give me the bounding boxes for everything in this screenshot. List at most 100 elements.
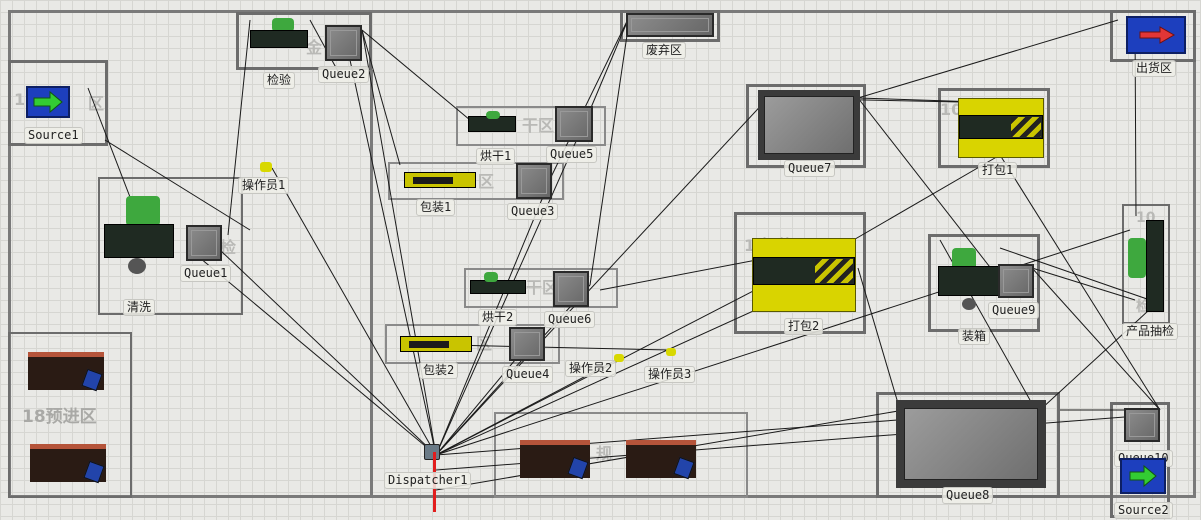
- dry1-label: 烘干1: [476, 148, 516, 165]
- bottom-desk-2[interactable]: [626, 440, 696, 480]
- right-arrow-icon: [1139, 26, 1176, 44]
- queue4-label: Queue4: [502, 366, 554, 383]
- ship-label: 出货区: [1132, 60, 1177, 77]
- connection-line: [271, 167, 437, 456]
- floor-num-10: 10: [940, 100, 963, 119]
- queue8-label: Queue8: [942, 487, 994, 504]
- wrap2-stripes: [815, 259, 853, 283]
- queue2-label: Queue2: [318, 66, 370, 83]
- connection-line: [199, 257, 437, 456]
- ship-block[interactable]: [1126, 16, 1186, 54]
- right-arrow-icon: [1129, 464, 1157, 488]
- queue9-block[interactable]: [998, 264, 1034, 298]
- operator3-figure[interactable]: [666, 348, 676, 356]
- queue1-label: Queue1: [180, 265, 232, 282]
- pre-zone-text: 18预进区: [22, 407, 97, 427]
- connection-line: [999, 247, 1151, 301]
- product-check-label: 产品抽检: [1122, 323, 1179, 340]
- connection-line: [1031, 267, 1161, 411]
- dry2-conveyor[interactable]: [470, 280, 526, 294]
- connection-line: [857, 97, 1001, 281]
- pre-desk-2[interactable]: [30, 444, 106, 484]
- source1-block[interactable]: [26, 86, 70, 118]
- bottom-desk-1[interactable]: [520, 440, 590, 480]
- queue7-block[interactable]: [758, 90, 860, 160]
- zone-pre: [8, 332, 132, 498]
- floor-mark-g: 规: [596, 444, 613, 463]
- inspect-machine-body[interactable]: [272, 18, 294, 32]
- queue7-tray: [764, 96, 854, 154]
- operator2-figure[interactable]: [614, 354, 624, 362]
- connection-line: [589, 14, 631, 111]
- wash-machine-body[interactable]: [126, 196, 160, 226]
- floor-mark-c: 干区: [522, 116, 555, 135]
- wrap1-machine[interactable]: [958, 98, 1044, 158]
- queue7-label: Queue7: [784, 160, 836, 177]
- pre-desk-1[interactable]: [28, 352, 104, 392]
- queue1-block[interactable]: [186, 225, 222, 261]
- floor-mark-j: 金: [306, 38, 323, 57]
- dry1-body: [486, 111, 500, 119]
- dry2-body: [484, 272, 498, 282]
- connection-line: [361, 29, 437, 456]
- operator1-figure[interactable]: [260, 162, 272, 172]
- operator2-label: 操作员2: [565, 360, 617, 377]
- queue6-block[interactable]: [553, 271, 589, 307]
- zone-bottom-mid: [494, 412, 748, 498]
- zone-dry2: [464, 268, 618, 308]
- assemble-body[interactable]: [952, 248, 976, 270]
- pack1-label: 包装1: [416, 199, 456, 216]
- inspect-label: 检验: [263, 72, 296, 89]
- queue3-label: Queue3: [507, 203, 559, 220]
- right-arrow-icon: [33, 90, 63, 114]
- operator1-label: 操作员1: [238, 177, 290, 194]
- source2-label: Source2: [1114, 502, 1173, 519]
- floor-mark-d: 区: [478, 172, 495, 191]
- wrap1-label: 打包1: [978, 162, 1018, 179]
- zone-dry1: [456, 106, 606, 146]
- discard-label: 废弃区: [642, 42, 687, 59]
- queue5-block[interactable]: [555, 106, 593, 142]
- inspect-conveyor[interactable]: [250, 30, 308, 48]
- source2-block[interactable]: [1120, 458, 1166, 494]
- connection-line: [589, 14, 631, 286]
- pack2-label: 包装2: [419, 362, 459, 379]
- assemble-conveyor[interactable]: [938, 266, 1000, 296]
- dispatcher-figure[interactable]: [424, 444, 440, 460]
- floor-mark-e: 干区: [526, 278, 559, 297]
- zone-inspect: [236, 12, 372, 70]
- queue4-block[interactable]: [509, 327, 545, 361]
- dry2-label: 烘干2: [478, 309, 518, 326]
- monitor-icon: [567, 456, 589, 480]
- connection-line: [349, 59, 437, 456]
- connection-line: [361, 29, 401, 166]
- wash-label: 清洗: [123, 299, 156, 316]
- discard-block[interactable]: [626, 13, 714, 37]
- monitor-icon: [83, 460, 105, 484]
- queue3-block[interactable]: [516, 163, 552, 199]
- divider-line: [370, 70, 373, 498]
- queue6-label: Queue6: [544, 311, 596, 328]
- queue8-tray: [904, 408, 1038, 480]
- queue2-block[interactable]: [325, 25, 362, 61]
- product-check-conveyor[interactable]: [1146, 220, 1164, 312]
- product-check-body[interactable]: [1128, 238, 1146, 278]
- connection-line: [1039, 299, 1161, 411]
- connection-line: [857, 267, 901, 411]
- queue10-block[interactable]: [1124, 408, 1160, 442]
- zone-pack2: [385, 324, 560, 364]
- wash-conveyor[interactable]: [104, 224, 174, 258]
- connection-line: [857, 19, 1119, 99]
- wash-motor: [128, 258, 146, 274]
- assemble-label: 装箱: [958, 328, 991, 345]
- pack1-conveyor[interactable]: [404, 172, 476, 188]
- wrap2-machine[interactable]: [752, 238, 856, 312]
- queue8-block[interactable]: [896, 400, 1046, 488]
- wrap1-stripes: [1011, 117, 1041, 137]
- pack2-conveyor[interactable]: [400, 336, 472, 352]
- queue5-label: Queue5: [546, 146, 598, 163]
- floor-num-1: 1: [14, 90, 26, 109]
- queue9-label: Queue9: [988, 302, 1040, 319]
- connection-line: [435, 97, 769, 456]
